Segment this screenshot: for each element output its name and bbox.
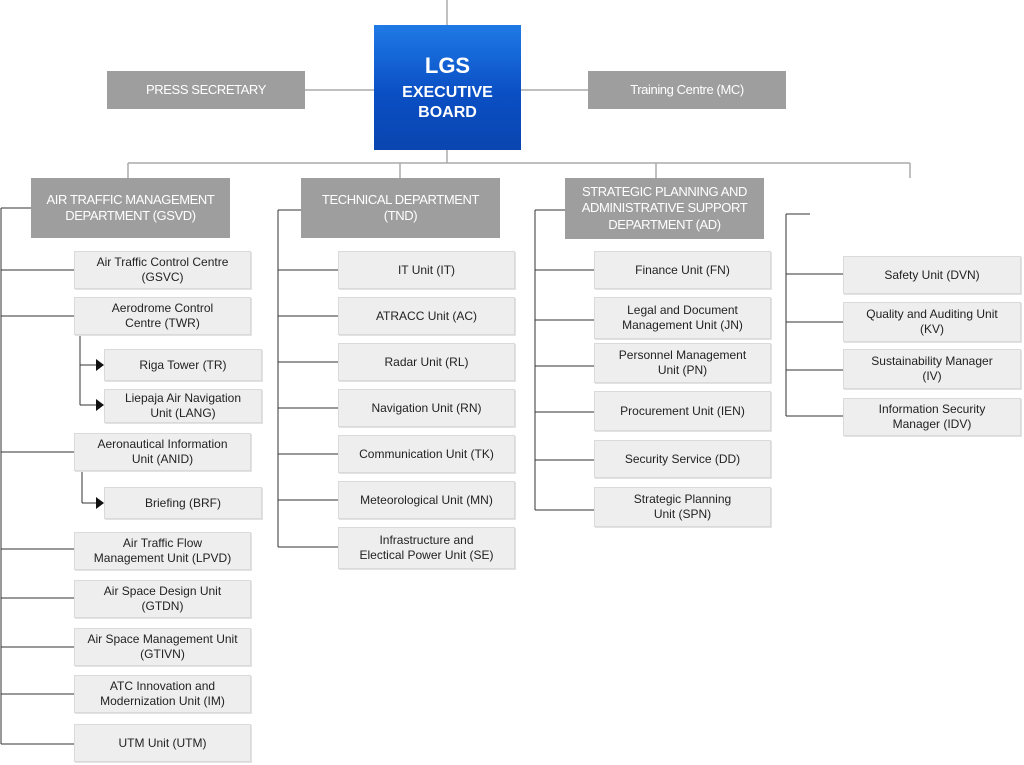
unit-im: ATC Innovation and Modernization Unit (I… bbox=[74, 675, 251, 713]
unit-gtivn: Air Space Management Unit (GTIVN) bbox=[74, 628, 251, 666]
unit-ac: ATRACC Unit (AC) bbox=[338, 297, 515, 335]
unit-lpvd: Air Traffic Flow Management Unit (LPVD) bbox=[74, 532, 251, 570]
unit-dd: Security Service (DD) bbox=[594, 440, 771, 478]
unit-anid: Aeronautical Information Unit (ANID) bbox=[74, 433, 251, 471]
training-centre: Training Centre (MC) bbox=[588, 71, 786, 109]
unit-se: Infrastructure and Electical Power Unit … bbox=[338, 527, 515, 569]
unit-utm: UTM Unit (UTM) bbox=[74, 724, 251, 762]
executive-board-line2: EXECUTIVE bbox=[402, 84, 493, 102]
arrow-tr bbox=[96, 359, 104, 371]
executive-board: LGS EXECUTIVE BOARD bbox=[374, 25, 521, 150]
unit-fn: Finance Unit (FN) bbox=[594, 251, 771, 289]
unit-kv: Quality and Auditing Unit (KV) bbox=[843, 302, 1021, 342]
unit-it: IT Unit (IT) bbox=[338, 251, 515, 289]
unit-gtdn: Air Space Design Unit (GTDN) bbox=[74, 580, 251, 618]
arrow-brf bbox=[96, 497, 104, 509]
unit-dvn: Safety Unit (DVN) bbox=[843, 256, 1021, 294]
unit-twr: Aerodrome Control Centre (TWR) bbox=[74, 297, 251, 335]
executive-board-title: LGS bbox=[424, 52, 471, 78]
executive-board-line3: BOARD bbox=[418, 104, 477, 122]
unit-tk: Communication Unit (TK) bbox=[338, 435, 515, 473]
unit-rl: Radar Unit (RL) bbox=[338, 343, 515, 381]
unit-lang: Liepaja Air Navigation Unit (LANG) bbox=[104, 389, 262, 423]
dept-technical: TECHNICAL DEPARTMENT (TND) bbox=[301, 178, 500, 238]
unit-idv: Information Security Manager (IDV) bbox=[843, 398, 1021, 436]
unit-iv: Sustainability Manager (IV) bbox=[843, 349, 1021, 389]
dept-strategic-planning: STRATEGIC PLANNING AND ADMINISTRATIVE SU… bbox=[565, 178, 764, 239]
press-secretary: PRESS SECRETARY bbox=[107, 71, 305, 109]
unit-rn: Navigation Unit (RN) bbox=[338, 389, 515, 427]
dept-air-traffic-management: AIR TRAFFIC MANAGEMENT DEPARTMENT (GSVD) bbox=[31, 178, 230, 238]
arrow-lang bbox=[96, 399, 104, 411]
unit-jn: Legal and Document Management Unit (JN) bbox=[594, 297, 771, 339]
unit-brf: Briefing (BRF) bbox=[104, 487, 262, 519]
unit-gsvc: Air Traffic Control Centre (GSVC) bbox=[74, 251, 251, 289]
unit-pn: Personnel Management Unit (PN) bbox=[594, 343, 771, 383]
unit-spn: Strategic Planning Unit (SPN) bbox=[594, 487, 771, 527]
unit-mn: Meteorological Unit (MN) bbox=[338, 481, 515, 519]
unit-ien: Procurement Unit (IEN) bbox=[594, 391, 771, 431]
unit-tr: Riga Tower (TR) bbox=[104, 349, 262, 381]
